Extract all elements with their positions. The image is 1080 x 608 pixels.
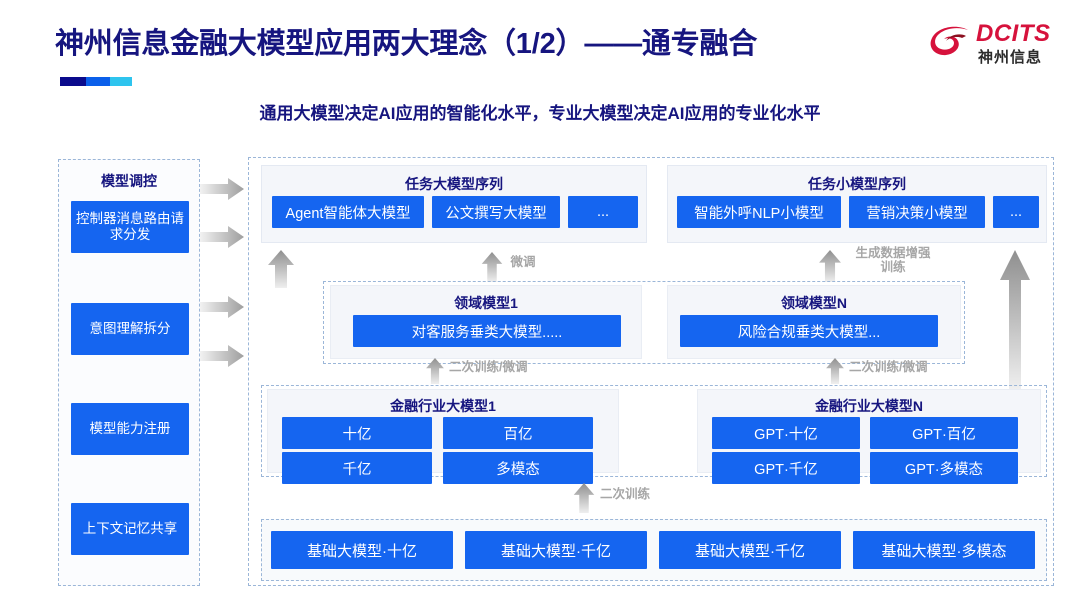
domain-model-1-title: 领域模型1	[454, 295, 518, 311]
industry-1-chip-billion[interactable]: 十亿	[282, 417, 432, 449]
control-item-registry[interactable]: 模型能力注册	[71, 403, 189, 455]
industry-model-1-panel: 金融行业大模型1 十亿 百亿 千亿 多模态	[267, 389, 619, 484]
flow-arrow-up-finetune	[481, 252, 503, 282]
logo-brand-text: DCITS	[976, 20, 1051, 47]
flow-arrow-up-data-aug	[819, 250, 841, 282]
domain-model-1-chip[interactable]: 对客服务垂类大模型.....	[353, 315, 621, 347]
domain-model-n-panel: 领域模型N 风险合规垂类大模型...	[667, 285, 961, 359]
task-large-chip-more[interactable]: ...	[568, 196, 638, 228]
domain-model-n-title: 领域模型N	[780, 295, 848, 311]
flow-arrow-up-retrain-right	[826, 358, 844, 384]
arrow-label-retrain-finetune-left: 二次训练/微调	[449, 360, 528, 374]
architecture-container	[248, 157, 1054, 586]
task-large-model-panel: 任务大模型序列 Agent智能体大模型 公文撰写大模型 ...	[261, 165, 647, 243]
base-chip-multimodal[interactable]: 基础大模型·多模态	[853, 531, 1035, 569]
industry-1-chip-10billion[interactable]: 百亿	[443, 417, 593, 449]
flow-arrow-up-right-long	[1000, 250, 1030, 395]
industry-n-chip-10billion[interactable]: GPT·百亿	[870, 417, 1018, 449]
industry-n-chip-billion[interactable]: GPT·十亿	[712, 417, 860, 449]
flow-arrow-right-2	[200, 226, 244, 248]
arrow-label-retrain-finetune-right: 二次训练/微调	[849, 360, 928, 374]
control-item-router[interactable]: 控制器消息路由请求分发	[71, 201, 189, 253]
dcits-swirl-icon	[930, 26, 968, 56]
flow-arrow-up-retrain-left	[426, 358, 444, 384]
arrow-label-data-aug: 生成数据增强 训练	[855, 246, 931, 275]
industry-n-chip-multimodal[interactable]: GPT·多模态	[870, 452, 1018, 484]
flow-arrow-up-task-left	[268, 250, 294, 288]
industry-model-1-title: 金融行业大模型1	[390, 398, 496, 414]
control-item-intent[interactable]: 意图理解拆分	[71, 303, 189, 355]
task-small-model-panel: 任务小模型序列 智能外呼NLP小模型 营销决策小模型 ...	[667, 165, 1047, 243]
task-large-chip-doc[interactable]: 公文撰写大模型	[432, 196, 560, 228]
flow-arrow-up-retrain	[573, 483, 595, 513]
industry-model-row	[261, 385, 1047, 477]
task-small-chip-marketing[interactable]: 营销决策小模型	[849, 196, 985, 228]
company-logo: DCITS 神州信息	[928, 18, 1058, 70]
task-small-chip-more[interactable]: ...	[993, 196, 1039, 228]
arrow-label-retrain: 二次训练	[600, 487, 651, 501]
title-accent-bar	[60, 77, 132, 86]
flow-arrow-right-4	[200, 345, 244, 367]
task-small-model-title: 任务小模型序列	[808, 176, 906, 192]
base-chip-billion[interactable]: 基础大模型·十亿	[271, 531, 453, 569]
task-small-chip-nlp[interactable]: 智能外呼NLP小模型	[677, 196, 841, 228]
industry-1-chip-100billion[interactable]: 千亿	[282, 452, 432, 484]
base-chip-trillion[interactable]: 基础大模型·千亿	[659, 531, 841, 569]
page-title: 神州信息金融大模型应用两大理念（1/2）——通专融合	[55, 28, 758, 60]
arrow-label-finetune: 微调	[510, 255, 536, 269]
industry-model-n-panel: 金融行业大模型N GPT·十亿 GPT·百亿 GPT·千亿 GPT·多模态	[697, 389, 1041, 484]
page-subtitle: 通用大模型决定AI应用的智能化水平，专业大模型决定AI应用的专业化水平	[259, 104, 821, 123]
industry-model-n-title: 金融行业大模型N	[814, 398, 924, 414]
model-control-panel: 模型调控 控制器消息路由请求分发 意图理解拆分 模型能力注册 上下文记忆共享	[58, 159, 200, 586]
domain-model-n-chip[interactable]: 风险合规垂类大模型...	[680, 315, 938, 347]
industry-n-chip-100billion[interactable]: GPT·千亿	[712, 452, 860, 484]
flow-arrow-right-3	[200, 296, 244, 318]
model-control-title: 模型调控	[101, 173, 157, 189]
industry-1-chip-multimodal[interactable]: 多模态	[443, 452, 593, 484]
task-large-model-title: 任务大模型序列	[405, 176, 503, 192]
task-large-chip-agent[interactable]: Agent智能体大模型	[272, 196, 424, 228]
domain-model-row	[323, 281, 965, 364]
base-chip-100billion[interactable]: 基础大模型·千亿	[465, 531, 647, 569]
logo-brand-cn-text: 神州信息	[978, 49, 1043, 66]
control-item-context[interactable]: 上下文记忆共享	[71, 503, 189, 555]
domain-model-1-panel: 领域模型1 对客服务垂类大模型.....	[330, 285, 642, 359]
flow-arrow-right-1	[200, 178, 244, 200]
